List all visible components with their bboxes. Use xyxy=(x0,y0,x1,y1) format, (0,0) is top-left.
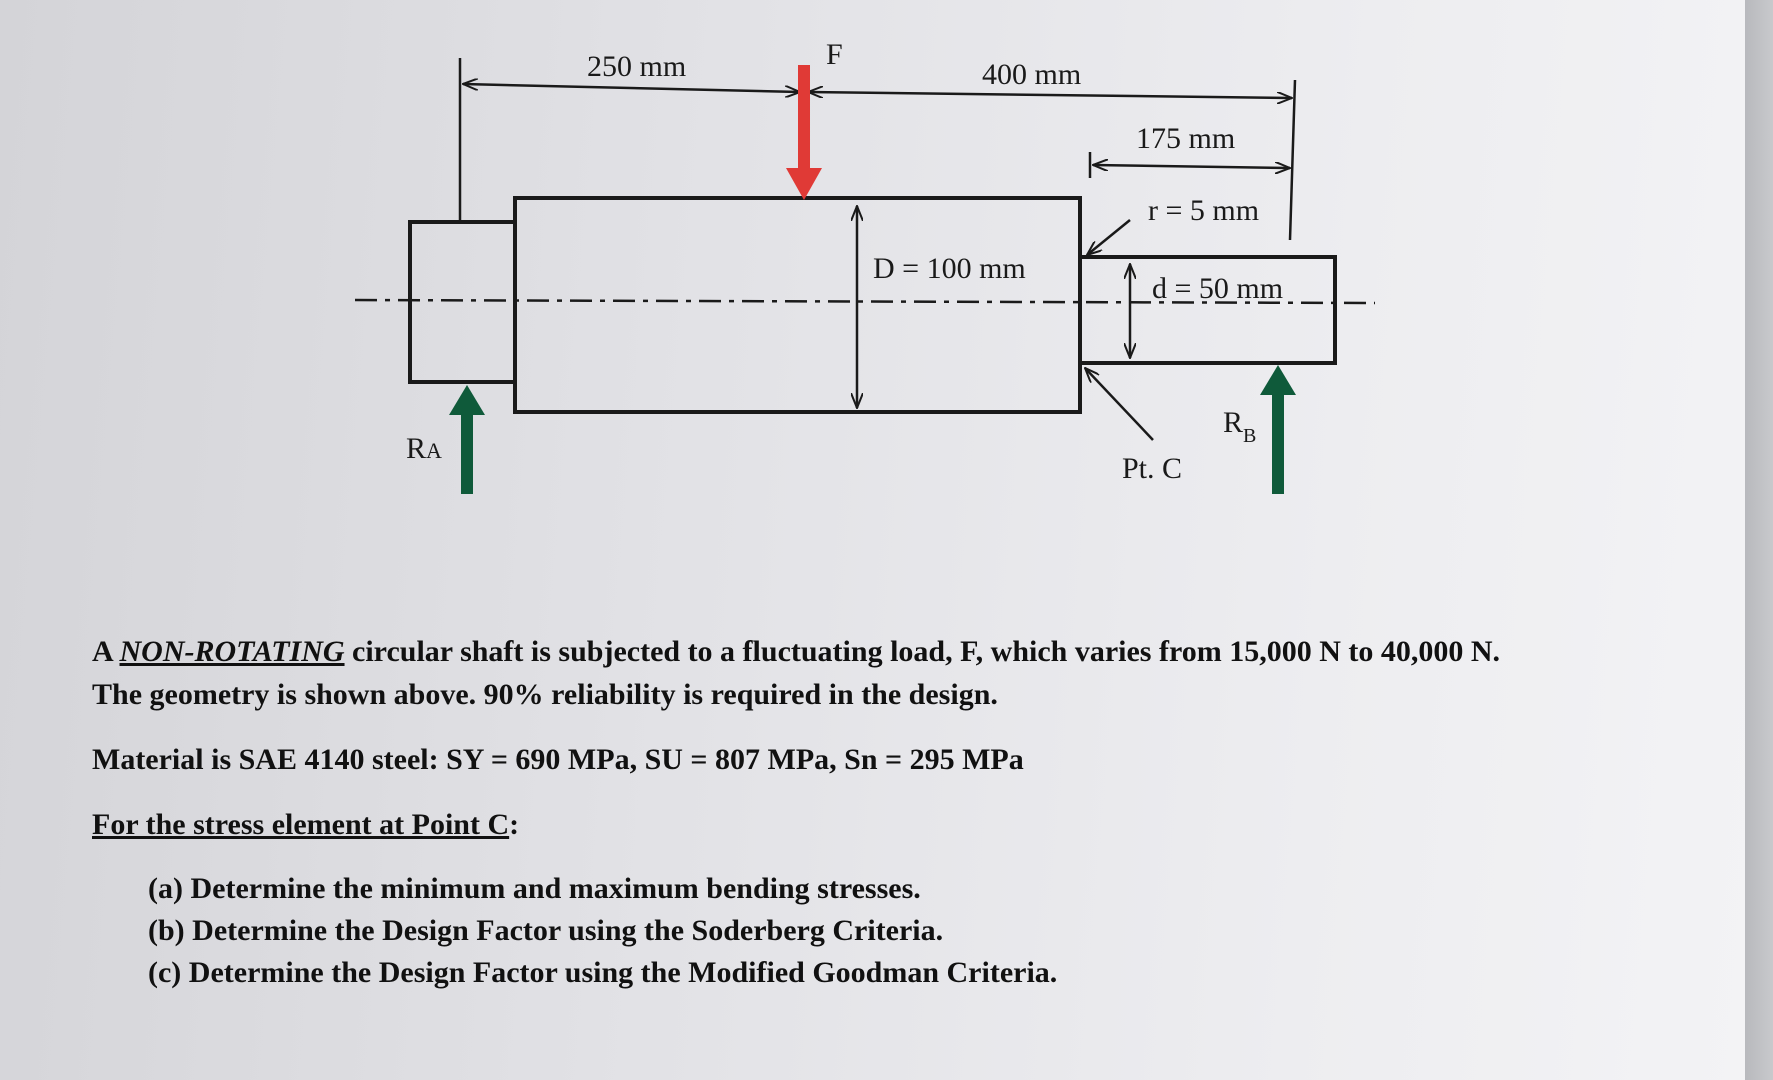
reaction-a-sub: A xyxy=(426,438,442,463)
dim-line-175 xyxy=(1093,165,1290,168)
center-line xyxy=(354,298,1376,305)
part-text: Determine the Design Factor using the So… xyxy=(192,914,944,947)
question-parts: (a) Determine the minimum and maximum be… xyxy=(92,868,1552,994)
small-step xyxy=(1078,255,1337,365)
part-label: (c) xyxy=(148,956,182,989)
material-line: Material is SAE 4140 steel: SY = 690 MPa… xyxy=(92,743,1024,776)
intro-prefix: A xyxy=(92,635,120,668)
small-diameter-label: d = 50 mm xyxy=(1152,272,1283,305)
focus-heading: For the stress element at Point C: xyxy=(92,803,1552,846)
fillet-label: r = 5 mm xyxy=(1148,194,1259,227)
left-journal xyxy=(408,220,517,384)
focus-heading-text: For the stress element at Point C xyxy=(92,808,510,841)
shaft-diagram: F 250 mm 400 mm 175 mm r = 5 mm D = 100 … xyxy=(354,38,1376,494)
reaction-b-main: R xyxy=(1223,406,1243,439)
part-label: (b) xyxy=(148,914,185,947)
point-c-leader xyxy=(1085,368,1154,441)
part-text: Determine the Design Factor using the Mo… xyxy=(188,956,1058,989)
dim-label-175: 175 mm xyxy=(1136,122,1235,155)
part-text: Determine the minimum and maximum bendin… xyxy=(190,872,921,905)
right-edge-strip xyxy=(1745,0,1773,1080)
focus-heading-colon: : xyxy=(509,808,520,841)
reaction-b-sub: B xyxy=(1243,425,1256,447)
intro-rest: circular shaft is subjected to a fluctua… xyxy=(92,635,1501,711)
ext-line-right xyxy=(1288,79,1297,241)
fillet-leader xyxy=(1087,219,1131,255)
reaction-a-main: R xyxy=(406,432,426,465)
reaction-a-label: RA xyxy=(406,432,442,465)
dim-label-400: 400 mm xyxy=(982,58,1081,91)
intro-emphasis: NON-ROTATING xyxy=(119,635,345,668)
reaction-arrow-a xyxy=(449,385,485,494)
problem-statement: A NON-ROTATING circular shaft is subject… xyxy=(92,630,1552,994)
point-c-label: Pt. C xyxy=(1122,452,1182,485)
dim-line-400 xyxy=(808,92,1292,98)
main-body xyxy=(513,196,1082,414)
intro-paragraph: A NON-ROTATING circular shaft is subject… xyxy=(92,630,1552,716)
question-part-c: (c) Determine the Design Factor using th… xyxy=(148,952,1552,994)
reaction-b-label: RB xyxy=(1223,406,1256,447)
question-part-a: (a) Determine the minimum and maximum be… xyxy=(148,868,1552,910)
force-arrow xyxy=(786,65,822,200)
dim-line-250 xyxy=(463,84,800,92)
force-label: F xyxy=(826,38,843,71)
big-diameter-label: D = 100 mm xyxy=(873,252,1026,285)
dim-label-250: 250 mm xyxy=(587,50,686,83)
reaction-arrow-b xyxy=(1260,365,1296,494)
question-part-b: (b) Determine the Design Factor using th… xyxy=(148,910,1552,952)
part-label: (a) xyxy=(148,872,183,905)
